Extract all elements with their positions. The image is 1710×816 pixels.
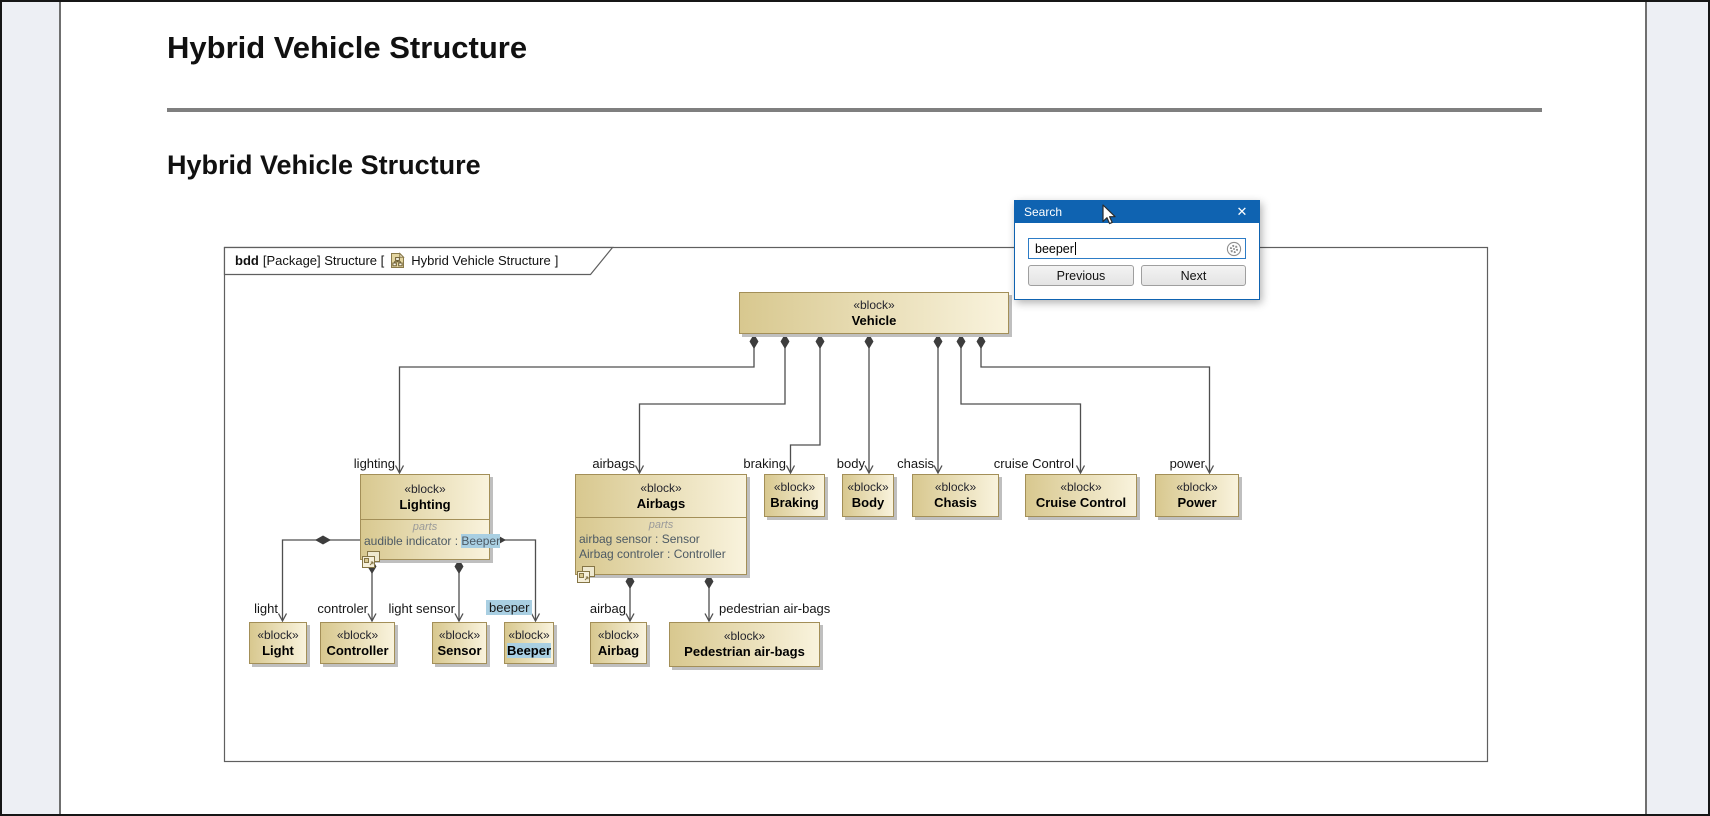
stereotype-label: «block» — [853, 297, 895, 312]
diagram-frame-label: bdd [Package] Structure [ Hybrid Vehicle… — [235, 252, 558, 269]
block-name: Power — [1177, 495, 1217, 510]
search-input[interactable]: beeper — [1028, 238, 1246, 259]
search-input-value: beeper — [1035, 241, 1074, 256]
diagram-context-label: [Package] Structure [ — [262, 253, 385, 268]
block-pedestrian-air-bags[interactable]: «block» Pedestrian air-bags — [669, 622, 820, 667]
role-label-controler: controler — [317, 601, 368, 616]
role-label-pedestrian-air-bags: pedestrian air-bags — [719, 601, 831, 616]
search-dialog-title: Search — [1024, 205, 1063, 219]
role-label-braking: braking — [743, 456, 786, 471]
block-name: Controller — [326, 642, 389, 658]
part-audible-indicator: audible indicator : Beeper — [364, 534, 501, 549]
stereotype-label: «block» — [508, 627, 550, 642]
stereotype-label: «block» — [773, 480, 816, 494]
structure-compartment-icon — [577, 566, 595, 583]
block-beeper[interactable]: «block» Beeper — [504, 622, 554, 664]
part-text: audible indicator : — [364, 534, 462, 548]
role-label-body: body — [836, 456, 865, 471]
block-light[interactable]: «block» Light — [249, 622, 307, 664]
page-title: Hybrid Vehicle Structure — [167, 30, 528, 65]
role-label-cruise-control: cruise Control — [993, 456, 1074, 471]
block-body[interactable]: «block» Body — [842, 474, 894, 517]
diagram-kind-keyword: bdd — [235, 253, 259, 268]
role-label-beeper-highlighted: beeper — [486, 600, 533, 615]
block-name: Chasis — [934, 495, 977, 510]
block-name: Cruise Control — [1035, 495, 1127, 510]
structure-compartment-icon — [362, 551, 380, 568]
part-airbag-sensor: airbag sensor : Sensor — [579, 532, 700, 546]
block-name: Body — [851, 495, 885, 510]
role-label-power: power — [1169, 456, 1205, 471]
search-options-gear-icon[interactable] — [1226, 241, 1242, 257]
role-label-lighting: lighting — [353, 456, 395, 471]
stereotype-label: «block» — [723, 629, 766, 643]
block-lighting[interactable]: «block» Lighting parts audible indicator… — [360, 474, 501, 560]
block-power[interactable]: «block» Power — [1155, 474, 1239, 517]
left-margin-strip — [2, 2, 61, 814]
role-label-light-sensor: light sensor — [388, 601, 455, 616]
block-vehicle[interactable]: «block» Vehicle — [739, 292, 1009, 334]
stereotype-label: «block» — [934, 480, 977, 494]
block-cruise-control[interactable]: «block» Cruise Control — [1025, 474, 1137, 517]
block-name: Vehicle — [851, 312, 897, 328]
block-braking[interactable]: «block» Braking — [764, 474, 825, 517]
stereotype-label: «block» — [438, 627, 481, 642]
role-label-airbags: airbags — [592, 456, 635, 471]
block-name-highlighted: Beeper — [506, 642, 552, 658]
part-airbag-controler: Airbag controler : Controller — [579, 547, 726, 561]
stereotype-label: «block» — [404, 481, 446, 496]
role-label-airbag: airbag — [589, 601, 626, 616]
diagram-icon — [391, 252, 405, 268]
parts-compartment-title: parts — [648, 519, 674, 531]
block-name: Braking — [770, 495, 819, 510]
stereotype-label: «block» — [597, 627, 640, 642]
right-margin-strip — [1645, 2, 1708, 814]
block-name: Airbag — [597, 642, 640, 658]
block-name: Pedestrian air-bags — [684, 644, 805, 659]
stereotype-label: «block» — [336, 627, 379, 642]
close-icon[interactable]: ✕ — [1236, 204, 1248, 219]
stereotype-label: «block» — [640, 480, 682, 495]
parts-compartment: parts airbag sensor : Sensor Airbag cont… — [576, 517, 746, 574]
stereotype-label: «block» — [847, 480, 889, 494]
search-dialog-titlebar[interactable]: Search ✕ — [1015, 201, 1259, 223]
role-label-light: light — [254, 601, 278, 616]
search-dialog: Search ✕ beeper Previous Next — [1014, 200, 1260, 300]
previous-button[interactable]: Previous — [1028, 265, 1134, 286]
block-controller[interactable]: «block» Controller — [320, 622, 395, 664]
role-label-chasis: chasis — [897, 456, 934, 471]
parts-compartment-title: parts — [412, 521, 438, 533]
block-name: Light — [262, 642, 294, 658]
text-caret — [1074, 242, 1076, 255]
diagram-name-label: Hybrid Vehicle Structure — [411, 253, 551, 268]
block-name: Lighting — [399, 496, 451, 512]
block-airbag[interactable]: «block» Airbag — [590, 622, 647, 664]
stereotype-label: «block» — [1176, 480, 1218, 494]
block-sensor[interactable]: «block» Sensor — [432, 622, 487, 664]
part-type-highlighted: Beeper — [461, 534, 501, 548]
block-chasis[interactable]: «block» Chasis — [912, 474, 999, 517]
section-title: Hybrid Vehicle Structure — [167, 150, 481, 180]
block-name: Airbags — [636, 495, 686, 511]
mouse-cursor-icon — [1102, 204, 1116, 225]
block-name: Sensor — [437, 642, 482, 658]
diagram-label-close-bracket: ] — [554, 253, 559, 268]
stereotype-label: «block» — [257, 627, 299, 642]
parts-compartment: parts audible indicator : Beeper — [361, 519, 501, 559]
block-airbags[interactable]: «block» Airbags parts airbag sensor : Se… — [575, 474, 747, 575]
horizontal-rule — [167, 108, 1542, 112]
stereotype-label: «block» — [1060, 480, 1102, 494]
next-button[interactable]: Next — [1141, 265, 1246, 286]
